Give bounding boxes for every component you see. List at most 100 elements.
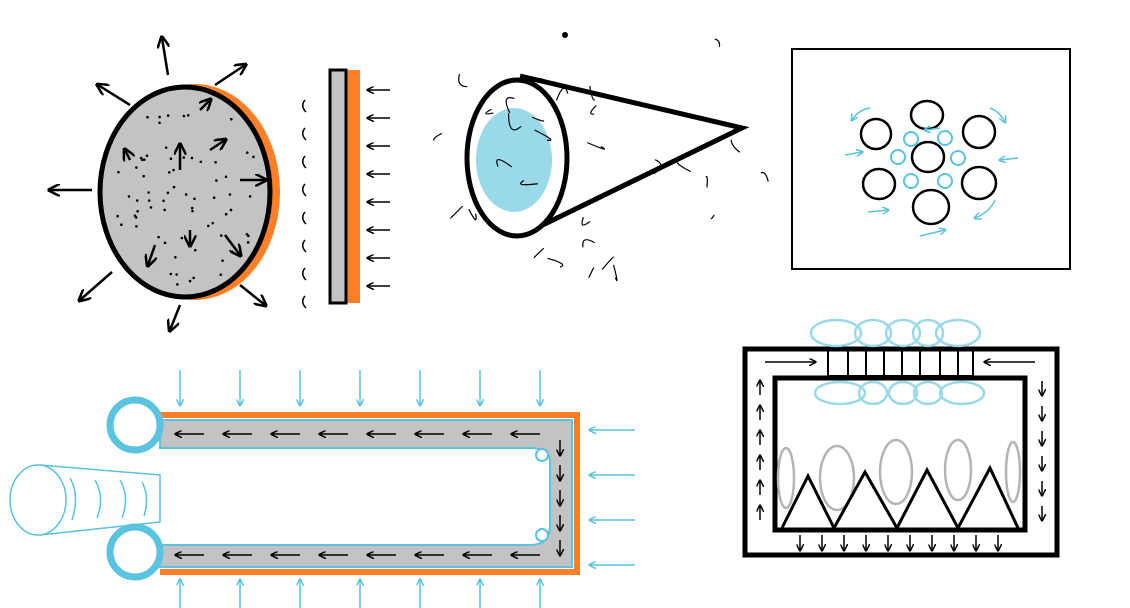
dot — [174, 255, 177, 259]
dot — [212, 196, 216, 199]
dot — [120, 223, 123, 227]
flow-line — [468, 209, 477, 221]
dot — [142, 158, 146, 161]
dot — [224, 212, 228, 216]
flow-line — [730, 139, 741, 153]
dot — [219, 273, 223, 277]
tube-incoming-arrows — [180, 370, 635, 608]
dot — [158, 115, 161, 119]
dot — [145, 154, 149, 158]
flow-line — [705, 175, 708, 188]
dot — [127, 195, 131, 198]
dot — [230, 117, 233, 121]
squiggle — [302, 267, 307, 281]
dot — [142, 174, 146, 178]
dot — [116, 214, 119, 218]
sphere-outward-arrows — [50, 38, 265, 330]
flow-line — [590, 105, 597, 115]
flow-line — [433, 132, 443, 141]
plate-figure — [302, 68, 390, 309]
flow-line — [547, 257, 564, 268]
cone-flow-lines — [433, 38, 769, 282]
dot — [164, 146, 168, 149]
squiggle — [302, 295, 307, 309]
squiggle — [302, 127, 307, 141]
dot — [117, 170, 120, 174]
tube-flow-arrows — [176, 434, 560, 555]
flow-line — [612, 264, 618, 282]
flow-line — [587, 142, 605, 150]
dot — [224, 175, 228, 179]
flow-line — [533, 247, 545, 259]
dot — [169, 272, 173, 276]
dot — [175, 273, 178, 276]
dot — [146, 115, 149, 119]
flow-line — [531, 116, 545, 122]
dot — [228, 193, 232, 196]
sphere-dots — [116, 114, 255, 286]
dot — [215, 179, 218, 182]
flow-line — [760, 171, 769, 182]
dot — [214, 160, 217, 164]
flow-line — [496, 158, 513, 168]
flow-line — [714, 38, 721, 48]
dot — [246, 241, 250, 244]
chamber-figure — [742, 318, 1060, 558]
dot — [163, 208, 166, 212]
dot — [180, 236, 184, 240]
squiggle — [302, 239, 307, 253]
flow-line — [534, 129, 552, 141]
flow-line — [555, 87, 569, 101]
dot — [147, 191, 150, 194]
flow-line — [710, 214, 715, 220]
flow-line — [581, 217, 591, 226]
flow-line — [520, 179, 538, 186]
dot — [247, 234, 250, 238]
dot — [147, 199, 151, 202]
flow-line — [653, 159, 662, 175]
flow-line — [601, 256, 615, 270]
flow-line — [589, 85, 595, 101]
dot — [245, 151, 249, 154]
dot — [158, 121, 161, 125]
dot — [182, 156, 186, 159]
flow-line — [676, 157, 691, 173]
dot — [188, 279, 192, 283]
flow-line — [507, 113, 522, 131]
dot — [193, 197, 196, 201]
dot — [167, 171, 171, 174]
circle-cluster-figure — [791, 48, 1071, 270]
squiggle — [302, 155, 307, 169]
dot — [163, 241, 167, 245]
flow-line — [538, 77, 550, 85]
dot — [230, 250, 234, 254]
squiggle — [302, 183, 307, 197]
flow-line — [582, 239, 595, 248]
dot — [135, 199, 139, 202]
blue-cone — [9, 464, 161, 536]
dot — [134, 216, 138, 219]
dot — [211, 221, 215, 225]
dot — [169, 157, 173, 161]
squiggle — [302, 211, 307, 225]
dot — [191, 209, 194, 213]
dot — [149, 206, 153, 209]
dot — [207, 224, 210, 228]
dot — [221, 259, 224, 262]
flow-line — [588, 267, 595, 278]
flow-line — [449, 205, 464, 219]
flow-line — [485, 108, 494, 115]
dot — [172, 168, 175, 172]
dot — [135, 225, 138, 228]
dot — [252, 155, 255, 159]
dot — [166, 114, 170, 117]
dot — [199, 160, 203, 164]
dot — [184, 193, 188, 196]
plate-incoming-arrows — [302, 90, 390, 309]
dot — [135, 166, 138, 169]
dot — [193, 248, 197, 252]
dot — [192, 276, 195, 280]
dot — [139, 156, 143, 160]
cone-figure — [433, 32, 769, 282]
